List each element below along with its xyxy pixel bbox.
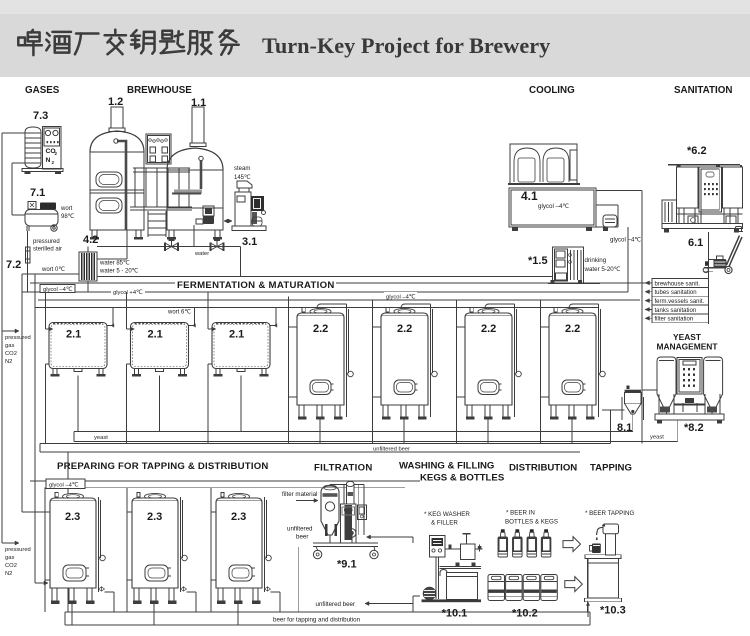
svg-text:*1.5: *1.5 [528,255,548,267]
svg-text:TAPPING: TAPPING [590,463,632,474]
svg-text:2.2: 2.2 [481,323,496,335]
svg-text:N: N [46,157,51,164]
svg-text:MANAGEMENT: MANAGEMENT [657,342,719,352]
svg-text:FILTRATION: FILTRATION [314,463,373,474]
svg-text:gas: gas [5,555,14,561]
svg-text:water: water [194,251,209,257]
svg-text:wort 0℃: wort 0℃ [41,267,65,273]
svg-text:beer for tapping and distribut: beer for tapping and distribution [273,617,361,624]
svg-text:CO2: CO2 [5,563,17,569]
svg-text:CO: CO [46,148,56,155]
svg-text:glycol –4℃: glycol –4℃ [49,483,79,489]
svg-text:6.1: 6.1 [688,237,703,249]
svg-text:glycol +4℃: glycol +4℃ [113,290,143,296]
svg-text:tanks sanitation: tanks sanitation [655,308,697,314]
svg-text:2.2: 2.2 [565,323,580,335]
svg-text:Turn-Key Project for Brewery: Turn-Key Project for Brewery [262,33,550,58]
svg-text:*9.1: *9.1 [337,559,357,571]
svg-text:*10.1: *10.1 [442,608,468,620]
svg-text:pressured: pressured [5,547,31,553]
svg-text:* BEER TAPPING: * BEER TAPPING [585,510,634,517]
svg-text:3.1: 3.1 [242,236,257,248]
svg-text:2.1: 2.1 [148,329,163,341]
svg-text:2.1: 2.1 [229,329,244,341]
svg-text:2.2: 2.2 [313,323,328,335]
svg-text:7.1: 7.1 [30,187,45,199]
svg-text:sterilled air: sterilled air [33,247,62,253]
svg-text:unfiltered beer: unfiltered beer [373,447,410,453]
svg-text:COOLING: COOLING [529,85,575,96]
svg-text:yeast: yeast [650,435,664,441]
svg-text:8.1: 8.1 [617,422,632,434]
svg-text:& FILLER: & FILLER [431,520,458,527]
svg-text:BOTTLES & KEGS: BOTTLES & KEGS [505,519,558,526]
svg-text:wort: wort [60,206,73,212]
svg-text:glycol –4℃: glycol –4℃ [43,287,73,293]
svg-text:*10.2: *10.2 [512,608,538,620]
svg-text:filter material: filter material [282,491,317,498]
svg-text:2.1: 2.1 [66,329,81,341]
svg-text:145℃: 145℃ [234,175,251,181]
svg-text:2: 2 [52,160,55,165]
svg-text:glycol –4℃: glycol –4℃ [386,294,416,300]
svg-text:pressured: pressured [5,335,31,341]
svg-text:PREPARING FOR TAPPING & DISTRI: PREPARING FOR TAPPING & DISTRIBUTION [57,461,269,472]
svg-text:FERMENTATION & MATURATION: FERMENTATION & MATURATION [177,280,335,291]
svg-text:*8.2: *8.2 [684,422,704,434]
svg-text:7.3: 7.3 [33,110,48,122]
svg-text:4.2: 4.2 [83,234,98,246]
svg-text:pressured: pressured [33,239,60,245]
svg-text:2.3: 2.3 [65,511,80,523]
svg-text:*6.2: *6.2 [687,145,707,157]
svg-text:drinking: drinking [585,257,607,264]
svg-text:gas: gas [5,343,14,349]
svg-text:YEAST: YEAST [673,332,702,342]
svg-text:2.3: 2.3 [231,511,246,523]
svg-text:tubes sanitation: tubes sanitation [655,290,697,296]
svg-text:*10.3: *10.3 [600,605,626,617]
svg-text:ferm.vessels sanit.: ferm.vessels sanit. [655,299,705,305]
svg-text:2.3: 2.3 [147,511,162,523]
svg-text:N2: N2 [5,571,12,577]
svg-text:BREWHOUSE: BREWHOUSE [127,85,192,96]
svg-text:filter sanitation: filter sanitation [655,317,694,323]
svg-text:CO2: CO2 [5,351,17,357]
svg-text:1.1: 1.1 [191,97,206,109]
svg-text:KEGS & BOTTLES: KEGS & BOTTLES [420,473,505,484]
svg-text:glycol –4℃: glycol –4℃ [610,237,641,244]
svg-text:2.2: 2.2 [397,323,412,335]
svg-text:GASES: GASES [25,85,60,96]
svg-text:unfiltered: unfiltered [287,526,313,533]
svg-text:* KEG WASHER: * KEG WASHER [424,511,470,518]
svg-text:beer: beer [296,534,308,541]
svg-text:* BEER IN: * BEER IN [506,510,535,517]
svg-text:glycol –4℃: glycol –4℃ [538,203,569,210]
svg-text:steam: steam [234,166,250,172]
svg-text:DISTRIBUTION: DISTRIBUTION [509,463,577,474]
svg-text:1.2: 1.2 [108,96,123,108]
svg-text:unfiltered beer: unfiltered beer [316,601,356,608]
svg-text:water 5-20℃: water 5-20℃ [584,266,621,273]
svg-text:N2: N2 [5,359,12,365]
svg-text:water 5 - 20℃: water 5 - 20℃ [99,269,139,275]
svg-text:water 85℃: water 85℃ [99,261,130,267]
svg-text:7.2: 7.2 [6,259,21,271]
svg-text:98℃: 98℃ [61,214,75,220]
svg-text:4.1: 4.1 [521,189,538,203]
svg-text:WASHING & FILLING: WASHING & FILLING [399,461,494,472]
svg-text:2: 2 [55,151,58,156]
svg-text:yeast: yeast [94,435,108,441]
svg-text:SANITATION: SANITATION [674,85,732,96]
svg-text:wort 6℃: wort 6℃ [167,310,191,316]
svg-text:brewhouse sanit.: brewhouse sanit. [655,281,701,287]
